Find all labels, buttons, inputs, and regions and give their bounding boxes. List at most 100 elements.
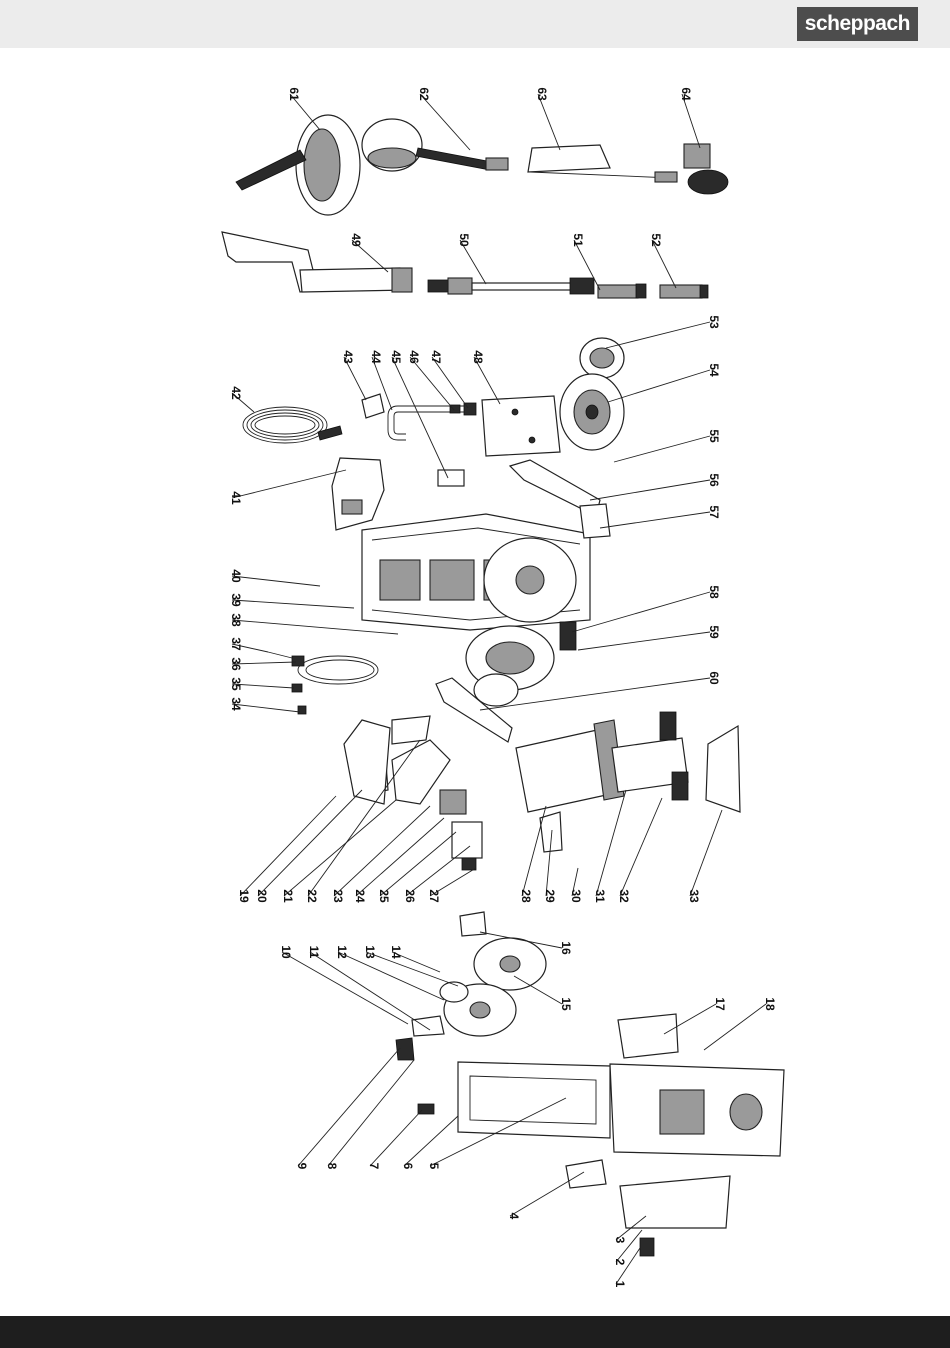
part-number-26: 26 [403,889,417,903]
leader-line-28 [522,806,546,896]
part-number-38: 38 [229,613,243,627]
pressure-switch-part [440,790,482,870]
part-label-64: 64 [679,87,700,148]
rear-wheel-part [466,626,554,706]
part-number-62: 62 [417,87,431,101]
part-label-40: 40 [229,569,320,586]
lance-part [428,278,594,294]
label-sticker-part [438,470,464,486]
leader-line-6 [404,1116,458,1166]
leader-line-8 [328,1060,414,1166]
part-number-40: 40 [229,569,243,583]
part-number-32: 32 [617,889,631,903]
part-number-22: 22 [305,889,319,903]
part-label-47: 47 [429,350,468,408]
part-number-31: 31 [593,889,607,903]
small-fittings-parts [362,394,476,440]
part-label-34: 34 [229,697,300,712]
leader-line-1 [616,1248,640,1284]
leader-line-24 [356,818,444,896]
part-number-19: 19 [237,889,251,903]
leader-line-10 [282,952,408,1024]
part-number-39: 39 [229,593,243,607]
hub-cap-part [580,338,624,378]
detergent-tank-part [482,396,560,456]
page-footer [0,1316,950,1348]
part-number-9: 9 [295,1163,309,1170]
part-number-14: 14 [389,945,403,959]
leader-line-57 [600,512,710,528]
part-label-58: 58 [572,585,721,632]
part-drawings [222,115,784,1256]
part-label-54: 54 [608,363,721,402]
part-label-63: 63 [535,87,560,150]
part-number-11: 11 [307,946,321,959]
part-number-6: 6 [401,1163,415,1170]
exploded-parts-diagram: 1234567891011121314151617181920212223242… [0,48,950,1316]
leader-line-63 [538,94,560,150]
leader-line-45 [392,357,448,478]
part-label-41: 41 [229,470,346,505]
part-label-32: 32 [617,798,662,903]
scheppach-logo: scheppach [797,7,918,41]
part-number-47: 47 [429,350,443,364]
leader-line-4 [510,1172,584,1216]
part-label-56: 56 [590,473,721,500]
part-number-48: 48 [471,350,485,364]
part-number-15: 15 [559,997,573,1011]
part-label-7: 7 [367,1110,422,1170]
part-label-21: 21 [281,800,396,903]
leader-line-55 [614,436,710,462]
base-plate-part [706,726,740,812]
leader-line-58 [572,592,710,632]
part-label-50: 50 [457,233,486,284]
leader-line-48 [474,357,500,404]
leader-line-21 [284,800,396,896]
part-label-45: 45 [389,350,448,478]
clip-part [560,622,576,650]
part-number-20: 20 [255,889,269,903]
part-number-64: 64 [679,87,693,101]
part-number-46: 46 [407,350,421,364]
part-label-62: 62 [417,87,470,150]
part-number-8: 8 [325,1163,339,1170]
leader-line-19 [240,796,336,896]
part-number-60: 60 [707,671,721,685]
part-label-31: 31 [593,790,626,903]
surface-cleaner-part [236,115,360,215]
leader-line-38 [232,620,398,634]
leader-line-62 [420,94,470,150]
leader-line-53 [606,322,710,348]
part-number-3: 3 [613,1237,627,1244]
leader-line-47 [432,357,468,408]
part-number-61: 61 [287,87,301,101]
crank-parts [396,982,468,1114]
part-number-54: 54 [707,363,721,377]
leader-line-52 [652,240,676,288]
nozzle-parts [598,284,708,298]
part-number-55: 55 [707,429,721,443]
part-number-50: 50 [457,233,471,247]
part-number-45: 45 [389,350,403,364]
part-label-20: 20 [255,790,362,903]
part-number-5: 5 [427,1163,441,1170]
part-number-17: 17 [713,997,727,1011]
part-number-1: 1 [613,1281,627,1288]
leader-line-11 [310,952,430,1030]
part-number-30: 30 [569,889,583,903]
leader-line-2 [616,1230,642,1262]
part-label-33: 33 [687,810,722,903]
motor-pump-part [516,712,688,852]
part-number-16: 16 [559,941,573,955]
main-frame-part [362,514,590,630]
part-number-52: 52 [649,233,663,247]
part-label-39: 39 [229,593,354,608]
leader-line-59 [578,632,710,650]
part-label-30: 30 [569,868,583,903]
power-cable-part [268,652,378,714]
part-label-14: 14 [389,945,440,972]
part-label-42: 42 [229,386,254,412]
part-number-25: 25 [377,889,391,903]
part-label-35: 35 [229,677,294,691]
part-number-28: 28 [519,889,533,903]
